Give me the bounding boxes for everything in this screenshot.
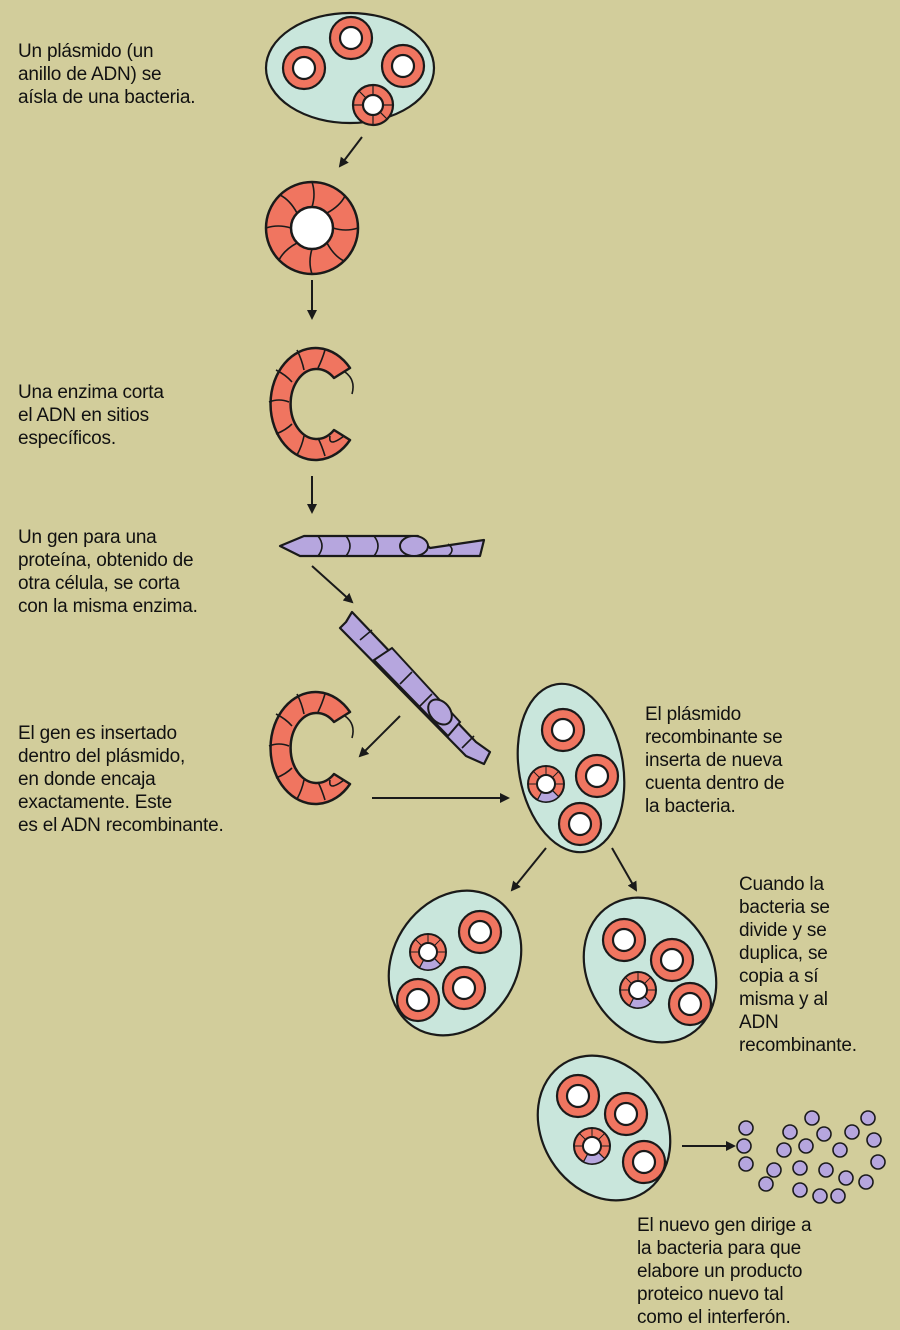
caption-line: inserta de nueva [645, 749, 784, 772]
gene-segment-icon [280, 536, 484, 556]
caption-step-5: El plásmido recombinante se inserta de n… [645, 703, 784, 818]
caption-step-7: El nuevo gen dirige a la bacteria para q… [637, 1214, 811, 1329]
caption-line: la bacteria. [645, 795, 784, 818]
caption-line: elabore un producto [637, 1260, 811, 1283]
caption-step-3: Un gen para una proteína, obtenido de ot… [18, 526, 198, 618]
caption-line: proteína, obtenido de [18, 549, 198, 572]
bacterium-icon [511, 1031, 697, 1226]
caption-line: El gen es insertado [18, 722, 224, 745]
caption-line: duplica, se [739, 942, 857, 965]
caption-step-4: El gen es insertado dentro del plásmido,… [18, 722, 224, 837]
arrow-icon [340, 137, 362, 166]
caption-line: el ADN en sitios [18, 404, 164, 427]
caption-line: Una enzima corta [18, 381, 164, 404]
caption-line: dentro del plásmido, [18, 745, 224, 768]
caption-line: con la misma enzima. [18, 595, 198, 618]
caption-line: específicos. [18, 427, 164, 450]
caption-line: anillo de ADN) se [18, 63, 195, 86]
caption-line: ADN [739, 1011, 857, 1034]
caption-line: Un plásmido (un [18, 40, 195, 63]
caption-line: exactamente. Este [18, 791, 224, 814]
arrow-icon [360, 716, 400, 756]
cut-plasmid-icon [269, 348, 353, 460]
caption-line: es el ADN recombinante. [18, 814, 224, 837]
caption-line: Cuando la [739, 873, 857, 896]
caption-step-1: Un plásmido (un anillo de ADN) se aísla … [18, 40, 195, 109]
caption-line: en donde encaja [18, 768, 224, 791]
caption-line: la bacteria para que [637, 1237, 811, 1260]
caption-line: recombinante. [739, 1034, 857, 1057]
caption-line: aísla de una bacteria. [18, 86, 195, 109]
caption-line: proteico nuevo tal [637, 1283, 811, 1306]
bacterium-icon [266, 13, 434, 123]
caption-line: bacteria se [739, 896, 857, 919]
arrow-icon [512, 848, 546, 890]
caption-line: El nuevo gen dirige a [637, 1214, 811, 1237]
caption-line: como el interferón. [637, 1306, 811, 1329]
caption-line: otra célula, se corta [18, 572, 198, 595]
gene-segment-icon [340, 612, 490, 764]
caption-line: Un gen para una [18, 526, 198, 549]
arrow-icon [312, 566, 352, 602]
caption-line: copia a sí [739, 965, 857, 988]
protein-molecule-icon [737, 1111, 885, 1203]
caption-line: misma y al [739, 988, 857, 1011]
bacterium-icon [505, 675, 637, 860]
caption-line: El plásmido [645, 703, 784, 726]
caption-line: divide y se [739, 919, 857, 942]
caption-line: recombinante se [645, 726, 784, 749]
bacterium-icon [362, 866, 548, 1061]
arrow-icon [612, 848, 636, 890]
caption-step-6: Cuando la bacteria se divide y se duplic… [739, 873, 857, 1057]
caption-line: cuenta dentro de [645, 772, 784, 795]
caption-step-2: Una enzima corta el ADN en sitios especí… [18, 381, 164, 450]
plasmid-ring-icon [353, 85, 393, 125]
cut-plasmid-icon [269, 692, 353, 804]
plasmid-ring-icon [266, 182, 358, 274]
bacterium-icon [557, 873, 743, 1068]
